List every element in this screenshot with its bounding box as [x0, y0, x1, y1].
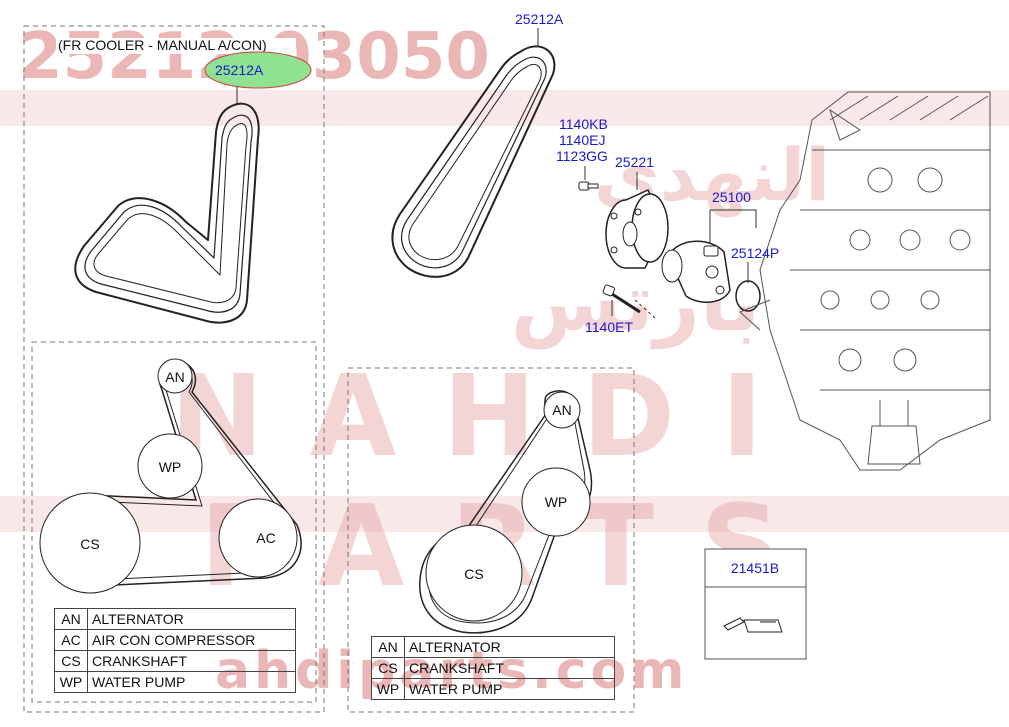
sealant-box: 21451B — [704, 548, 807, 660]
legend-name: AIR CON COMPRESSOR — [87, 629, 296, 651]
center-pulley-wp[interactable] — [521, 467, 591, 537]
center-pulley-cs[interactable] — [425, 524, 523, 622]
part-label-1140kb[interactable]: 1140KB — [559, 116, 608, 132]
part-label-1140ej[interactable]: 1140EJ — [559, 132, 605, 148]
leader-lines — [584, 166, 757, 319]
part-label-25124p[interactable]: 25124P — [731, 245, 779, 261]
watermark-band — [0, 90, 1009, 126]
bolt-lower[interactable] — [602, 284, 641, 314]
left-pulley-wp-label: WP — [159, 459, 182, 475]
left-pulley-layout — [39, 358, 302, 594]
legend-code: WP — [371, 678, 405, 700]
legend-code: CS — [54, 650, 88, 672]
left-pulley-an-label: AN — [165, 369, 184, 385]
highlighted-label[interactable] — [204, 51, 312, 89]
legend-name: ALTERNATOR — [87, 608, 296, 630]
sealant-tube-icon[interactable] — [723, 617, 783, 633]
left-layout-frame — [31, 341, 317, 703]
table-row: WP WATER PUMP — [371, 678, 615, 700]
legend-name: WATER PUMP — [87, 671, 296, 693]
left-panel-frame — [23, 25, 325, 713]
table-row: CS CRANKSHAFT — [54, 650, 296, 672]
left-pulley-ac[interactable] — [218, 498, 298, 578]
part-label-1123gg[interactable]: 1123GG — [556, 148, 608, 164]
left-belt-label[interactable]: 25212A — [215, 62, 264, 78]
bolt-upper[interactable] — [578, 181, 599, 191]
part-labels: 1140KB 1140EJ 1123GG 25221 25100 25124P … — [556, 116, 779, 335]
legend-name: ALTERNATOR — [404, 636, 615, 658]
legend-code: WP — [54, 671, 88, 693]
left-legend-table: AN ALTERNATOR AC AIR CON COMPRESSOR CS C… — [54, 608, 296, 693]
center-pulley-cs-label: CS — [464, 566, 483, 582]
center-pulley-layout — [419, 390, 593, 634]
table-row: WP WATER PUMP — [54, 671, 296, 693]
center-panel: AN WP CS — [347, 367, 635, 713]
part-label-1140et[interactable]: 1140ET — [585, 319, 633, 335]
sealant-label[interactable]: 21451B — [731, 560, 779, 576]
legend-name: WATER PUMP — [404, 678, 615, 700]
legend-name: CRANKSHAFT — [404, 657, 615, 679]
table-row: AC AIR CON COMPRESSOR — [54, 629, 296, 651]
water-pump[interactable] — [661, 240, 731, 303]
left-panel-title: (FR COOLER - MANUAL A/CON) — [58, 37, 267, 53]
gasket-o-ring[interactable] — [735, 280, 761, 312]
left-pulley-cs[interactable] — [39, 492, 141, 594]
center-pulley-an-label: AN — [552, 402, 571, 418]
left-pulley-cs-label: CS — [80, 536, 99, 552]
center-belt[interactable]: 25212A — [391, 11, 564, 278]
legend-code: AN — [371, 636, 405, 658]
legend-code: AC — [54, 629, 88, 651]
left-pulley-an[interactable] — [157, 358, 193, 394]
table-row: CS CRANKSHAFT — [371, 657, 615, 679]
left-panel: (FR COOLER - MANUAL A/CON) 25212A AN WP … — [23, 25, 325, 713]
idler-pulley[interactable] — [605, 189, 669, 269]
watermark-band — [0, 496, 1009, 532]
center-belt-label[interactable]: 25212A — [515, 11, 564, 27]
sealant-box-frame — [704, 548, 807, 660]
part-label-25100[interactable]: 25100 — [712, 189, 751, 205]
watermark-latin-1: NAHDI — [170, 352, 809, 482]
legend-code: AN — [54, 608, 88, 630]
center-pulley-wp-label: WP — [545, 494, 568, 510]
table-row: AN ALTERNATOR — [54, 608, 296, 630]
center-pulley-an[interactable] — [543, 391, 581, 429]
title-backdrop — [56, 38, 296, 54]
left-pulley-ac-label: AC — [256, 530, 275, 546]
left-belt[interactable] — [74, 102, 260, 324]
legend-code: CS — [371, 657, 405, 679]
legend-name: CRANKSHAFT — [87, 650, 296, 672]
engine-block — [739, 91, 991, 471]
table-row: AN ALTERNATOR — [371, 636, 615, 658]
left-pulley-wp[interactable] — [137, 433, 203, 499]
part-label-25221[interactable]: 25221 — [615, 154, 654, 170]
center-legend-table: AN ALTERNATOR CS CRANKSHAFT WP WATER PUM… — [371, 636, 615, 700]
